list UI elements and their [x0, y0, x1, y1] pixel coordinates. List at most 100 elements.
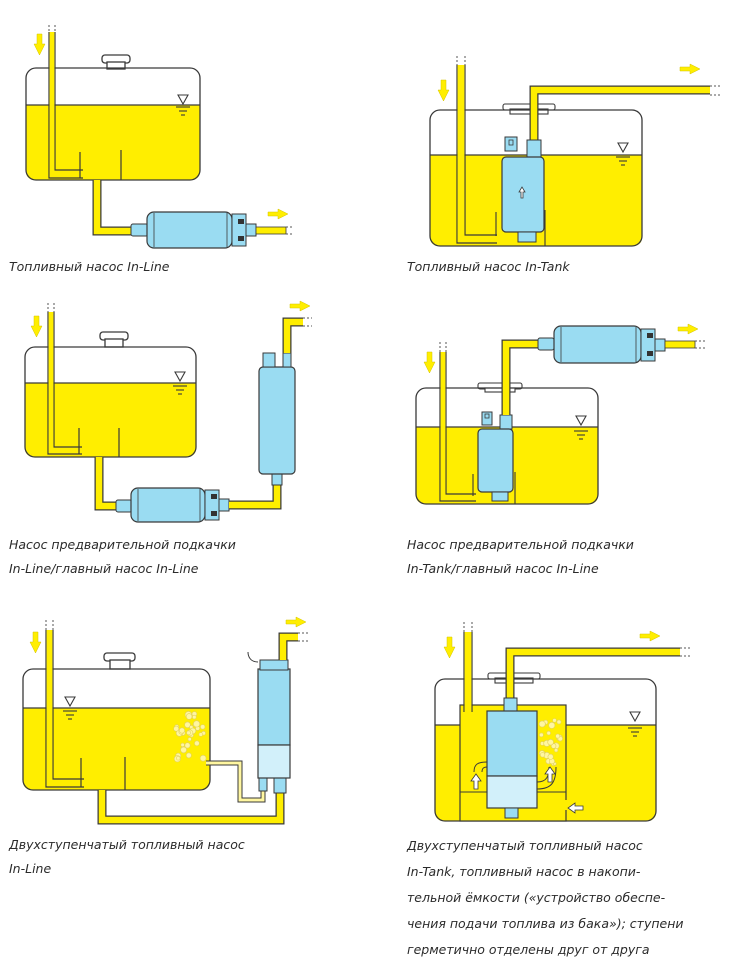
caption-inline-inline-pump: Насос предварительной подкачки In-Line/г…: [9, 533, 236, 581]
two-stage-intank-pump: [486, 697, 538, 819]
caption-two-stage-intank-pump: Двухступенчатый топливный насос In-Tank,…: [407, 833, 684, 963]
return-pipe: [456, 65, 497, 244]
bubble: [187, 737, 192, 742]
intank-pre-pump: [477, 411, 514, 502]
panel-intank-inline-pump: Насос предварительной подкачки In-Tank/г…: [390, 300, 745, 580]
diagram-intank-pump: [429, 56, 720, 247]
fuel-tank: [25, 67, 201, 181]
diagram-inline-pump: [25, 25, 294, 249]
fuel-fill: [23, 708, 210, 790]
return-pipe: [47, 312, 82, 455]
caption-line: Топливный насос In-Tank: [407, 259, 570, 274]
arrow-down-icon: [443, 636, 456, 659]
arrow-down-icon: [423, 351, 436, 374]
arrow-right-icon: [289, 300, 311, 312]
bubble: [179, 727, 186, 734]
caption-line: чения подачи топлива из бака»); ступени: [407, 916, 684, 931]
panel-two-stage-inline-pump: Двухступенчатый топливный насос In-Line: [0, 600, 370, 890]
bubble: [186, 730, 191, 736]
caption-line: Насос предварительной подкачки: [9, 537, 236, 552]
caption-line: Двухступенчатый топливный насос: [407, 838, 643, 853]
outlet-pipe: [664, 340, 696, 349]
transfer-pipe: [501, 339, 542, 415]
caption-line: Насос предварительной подкачки: [407, 537, 634, 552]
bubble: [548, 722, 556, 729]
caption-line: In-Line: [9, 861, 52, 876]
inline-main-pump: [537, 325, 666, 364]
arrow-right-icon: [677, 323, 699, 335]
arrow-up-icon: [544, 766, 556, 783]
arrow-down-icon: [437, 79, 450, 102]
vapor-bubbles: [538, 718, 563, 766]
return-pipe: [463, 632, 473, 712]
intank-pump: [501, 136, 545, 243]
caption-two-stage-inline-pump: Двухступенчатый топливный насос In-Line: [9, 833, 245, 881]
bubble: [194, 740, 200, 747]
bubble: [555, 733, 561, 739]
bubble: [200, 724, 206, 730]
fuel-level-triangle-icon: [173, 371, 187, 395]
caption-line: In-Line/главный насос In-Line: [9, 561, 199, 576]
caption-intank-inline-pump: Насос предварительной подкачки In-Tank/г…: [407, 533, 634, 581]
diagram-two-stage-intank-pump: [434, 622, 690, 822]
bubble: [192, 714, 197, 720]
bubble: [547, 739, 554, 746]
return-pipe: [48, 32, 83, 179]
bubble: [184, 742, 191, 749]
bubble: [180, 742, 185, 747]
transfer-pipe: [229, 478, 282, 510]
arrow-up-icon: [470, 773, 482, 790]
fuel-level-triangle-icon: [628, 711, 642, 737]
caption-line: герметично отделены друг от друга: [407, 942, 650, 957]
caption-line: In-Tank/главный насос In-Line: [407, 561, 599, 576]
panel-inline-pump: Топливный насос In-Line: [0, 0, 370, 280]
arrow-right-icon: [267, 208, 289, 220]
bubble: [540, 752, 546, 758]
bubble: [198, 732, 204, 737]
bubble: [173, 725, 180, 732]
bubble: [185, 713, 193, 720]
arrow-down-icon: [33, 33, 46, 56]
bubble: [193, 720, 201, 728]
bubble: [185, 752, 192, 759]
arrow-down-icon: [30, 315, 43, 338]
caption-line: Топливный насос In-Line: [9, 259, 170, 274]
arrow-down-icon: [29, 631, 42, 654]
bubble: [176, 756, 181, 761]
bubble: [547, 753, 554, 760]
fuel-tank: [22, 668, 211, 791]
caption-inline-pump: Топливный насос In-Line: [9, 255, 169, 279]
bubble: [539, 732, 544, 738]
arrow-up-icon: [518, 186, 526, 199]
arrow-right-icon: [639, 630, 661, 642]
bubble: [184, 721, 191, 729]
feed-pipe: [97, 790, 285, 825]
feed-pipe: [92, 180, 135, 236]
fuel-fill: [26, 105, 200, 180]
fuel-level-triangle-icon: [176, 94, 190, 116]
bubble: [552, 718, 557, 723]
arrow-right-icon: [285, 616, 307, 628]
diagram-two-stage-inline-pump: [22, 616, 308, 825]
diagram-intank-inline-pump: [415, 323, 705, 505]
fuel-level-triangle-icon: [63, 696, 77, 720]
outlet-pipe: [255, 226, 287, 235]
fuel-level-triangle-icon: [574, 415, 588, 440]
bubble: [546, 730, 551, 736]
fuel-tank: [24, 346, 197, 458]
panel-inline-inline-pump: Насос предварительной подкачки In-Line/г…: [0, 290, 370, 580]
arrow-right-icon: [679, 63, 701, 75]
panel-two-stage-intank-pump: Двухступенчатый топливный насос In-Tank,…: [390, 600, 745, 963]
bubble: [554, 748, 559, 753]
main-pump: [258, 352, 296, 486]
arrow-left-icon: [567, 802, 584, 814]
diagram-inline-inline-pump: [24, 300, 312, 523]
caption-line: Двухступенчатый топливный насос: [9, 837, 245, 852]
fuel-level-triangle-icon: [616, 142, 630, 166]
return-pipe: [45, 630, 84, 788]
caption-line: тельной ёмкости («устройство обеспе-: [407, 890, 666, 905]
bubble: [180, 746, 187, 754]
fuel-fill: [25, 383, 196, 457]
panel-intank-pump: Топливный насос In-Tank: [390, 40, 745, 280]
vapor-bubbles: [173, 711, 207, 763]
